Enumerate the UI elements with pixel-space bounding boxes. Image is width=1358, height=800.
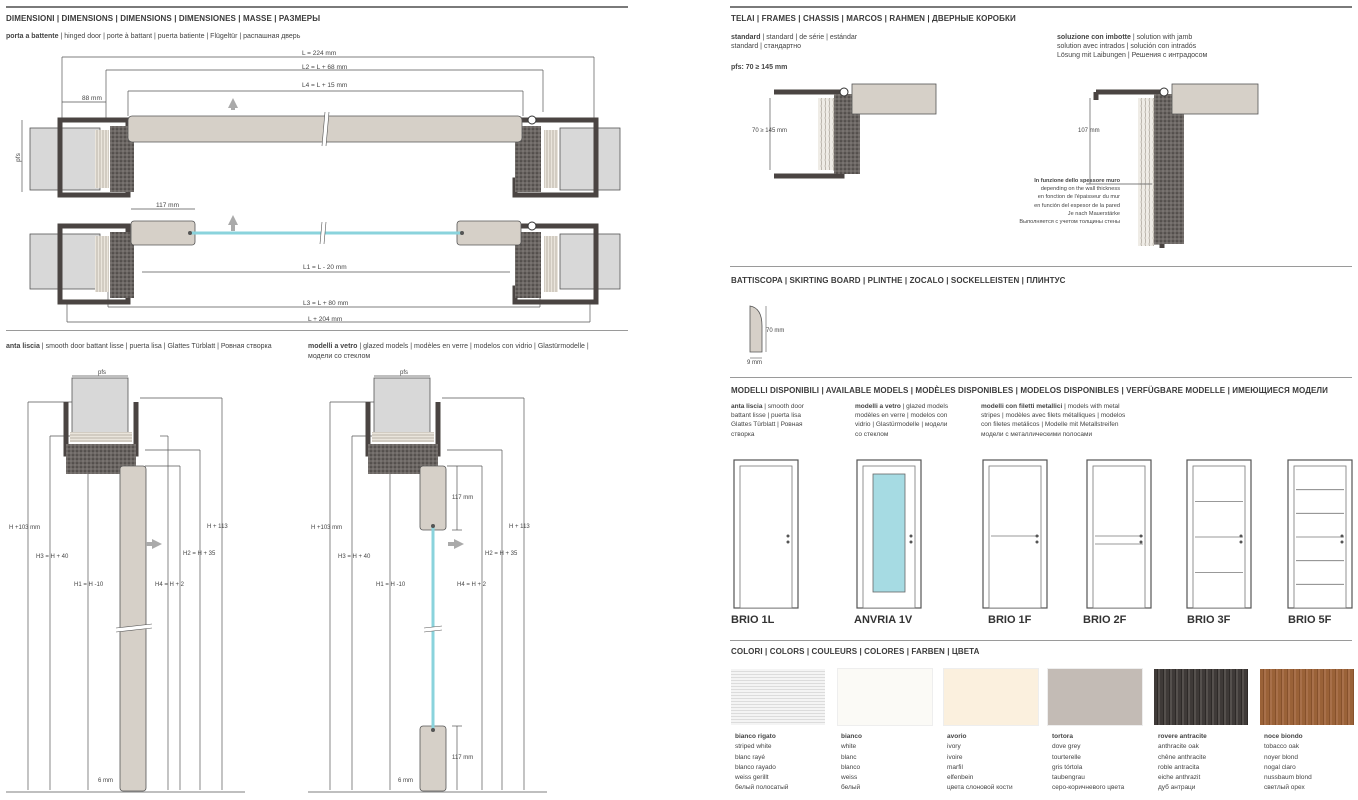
secA-6mm: 6 mm [98, 778, 113, 784]
dim-L-bottom: L + 204 mm [308, 316, 343, 323]
jamb-dim: 107 mm [1078, 128, 1100, 134]
secB-h3: H3 = H + 40 [338, 554, 371, 560]
skirting-header: BATTISCOPA | SKIRTING BOARD | PLINTHE | … [731, 276, 1066, 285]
door-handle-anvria-1v [909, 534, 913, 538]
secB-117-bottom: 117 mm [452, 755, 474, 761]
model-desc-glazed: modelli a vetro | glazed models modèles … [855, 403, 949, 438]
pfs-range: pfs: 70 ≥ 145 mm [731, 64, 788, 71]
secB-h103: H +103 mm [311, 525, 343, 531]
secA-h2: H2 = H + 35 [183, 551, 216, 557]
jamb-caption: soluzione con imbotte | solution with ja… [1057, 34, 1193, 41]
secB-117-top: 117 mm [452, 495, 474, 501]
hinged-door-caption: porta a battente | hinged door | porte à… [6, 33, 301, 40]
models-header: MODELLI DISPONIBILI | AVAILABLE MODELS |… [731, 386, 1328, 395]
door-handle-brio-2f [1139, 534, 1143, 538]
secA-h103: H +103 mm [9, 525, 41, 531]
skirting-height: 70 mm [766, 328, 785, 334]
dim-117: 117 mm [156, 202, 179, 209]
secA-h3: H3 = H + 40 [36, 554, 69, 560]
dim-L: L = 224 mm [302, 50, 337, 57]
model-desc-smooth: anta liscia | smooth door battant lisse … [731, 403, 804, 438]
dim-88: 88 mm [82, 95, 102, 102]
door-lock-brio-5f [1340, 540, 1344, 544]
dim-L3: L3 = L + 80 mm [303, 300, 349, 307]
swatch-noce-biondo [1260, 669, 1354, 725]
door-handle-brio-3f [1239, 534, 1243, 538]
standard-dim: 70 ≥ 145 mm [752, 128, 787, 134]
door-handle-brio-5f [1340, 534, 1344, 538]
skirting-width: 9 mm [747, 360, 762, 366]
divider-models [730, 377, 1352, 378]
dim-L2: L2 = L + 68 mm [302, 64, 348, 71]
door-lock-brio-3f [1239, 540, 1243, 544]
swatch-avorio [943, 668, 1039, 726]
door-glass-anvria-1v [872, 473, 906, 593]
door-leaf-brio-2f [1092, 465, 1146, 609]
model-name-brio-2f: BRIO 2F [1083, 614, 1127, 626]
secA-pfs: pfs [98, 370, 107, 376]
secA-h113: H + 113 [207, 524, 228, 530]
swatch-bianco-rigato [731, 669, 825, 725]
swatch-rovere-antracite [1154, 669, 1248, 725]
top-rule-right [730, 6, 1352, 8]
jamb-caption-3: Lösung mit Laibungen | Решения с интрадо… [1057, 52, 1208, 59]
model-name-brio-1f: BRIO 1F [988, 614, 1032, 626]
door-section-drawings [6, 375, 547, 793]
model-name-brio-1l: BRIO 1L [731, 614, 775, 626]
secB-h4: H4 = H + 2 [457, 582, 487, 588]
door-lock-brio-2f [1139, 540, 1143, 544]
divider-colors [730, 640, 1352, 641]
secB-h2: H2 = H + 35 [485, 551, 518, 557]
door-models-drawing [733, 459, 1353, 609]
door-leaf-brio-1l [739, 465, 793, 609]
dim-pfs: pfs [14, 153, 22, 162]
secB-h1: H1 = H -10 [376, 582, 406, 588]
frame-profiles-drawing [769, 83, 1259, 248]
door-lock-brio-1l [786, 540, 790, 544]
door-lock-brio-1f [1035, 540, 1039, 544]
jamb-caption-2: solution avec intrados | solución con in… [1057, 43, 1197, 50]
model-name-brio-5f: BRIO 5F [1288, 614, 1332, 626]
hinged-door-plan-drawing [21, 56, 621, 323]
model-name-anvria-1v: ANVRIA 1V [854, 614, 913, 626]
glazed-models-caption-2: модели со стеклом [308, 353, 371, 360]
secA-h1: H1 = H -10 [74, 582, 104, 588]
top-rule-left [6, 6, 628, 8]
glazed-models-caption: modelli a vetro | glazed models | modèle… [308, 343, 589, 350]
secA-h4: H4 = H + 2 [155, 582, 185, 588]
door-handle-brio-1l [786, 534, 790, 538]
door-leaf-brio-1f [988, 465, 1042, 609]
divider-skirting [730, 266, 1352, 267]
smooth-door-caption: anta liscia | smooth door battant lisse … [6, 343, 272, 350]
skirting-profile-drawing [749, 305, 767, 359]
swatch-bianco [837, 668, 933, 726]
divider-left [6, 330, 628, 331]
dim-L1: L1 = L - 20 mm [303, 264, 347, 271]
swatch-tortora [1047, 668, 1143, 726]
door-lock-anvria-1v [909, 540, 913, 544]
model-desc-metal: modelli con filetti metallici | models w… [981, 403, 1126, 438]
standard-caption-2: standard | стандартно [731, 43, 802, 50]
wall-thickness-note: In funzione dello spessore muro dependin… [1019, 178, 1120, 226]
model-name-brio-3f: BRIO 3F [1187, 614, 1231, 626]
secB-h113: H + 113 [509, 524, 530, 530]
secB-6mm: 6 mm [398, 778, 413, 784]
frames-header: TELAI | FRAMES | CHASSIS | MARCOS | RAHM… [731, 14, 1016, 23]
colors-header: COLORI | COLORS | COULEURS | COLORES | F… [731, 647, 980, 656]
standard-caption: standard | standard | de série | estánda… [731, 34, 858, 41]
dimensions-header: DIMENSIONI | DIMENSIONS | DIMENSIONS | D… [6, 14, 321, 23]
secB-pfs: pfs [400, 370, 409, 376]
dim-L4: L4 = L + 15 mm [302, 82, 348, 89]
door-handle-brio-1f [1035, 534, 1039, 538]
